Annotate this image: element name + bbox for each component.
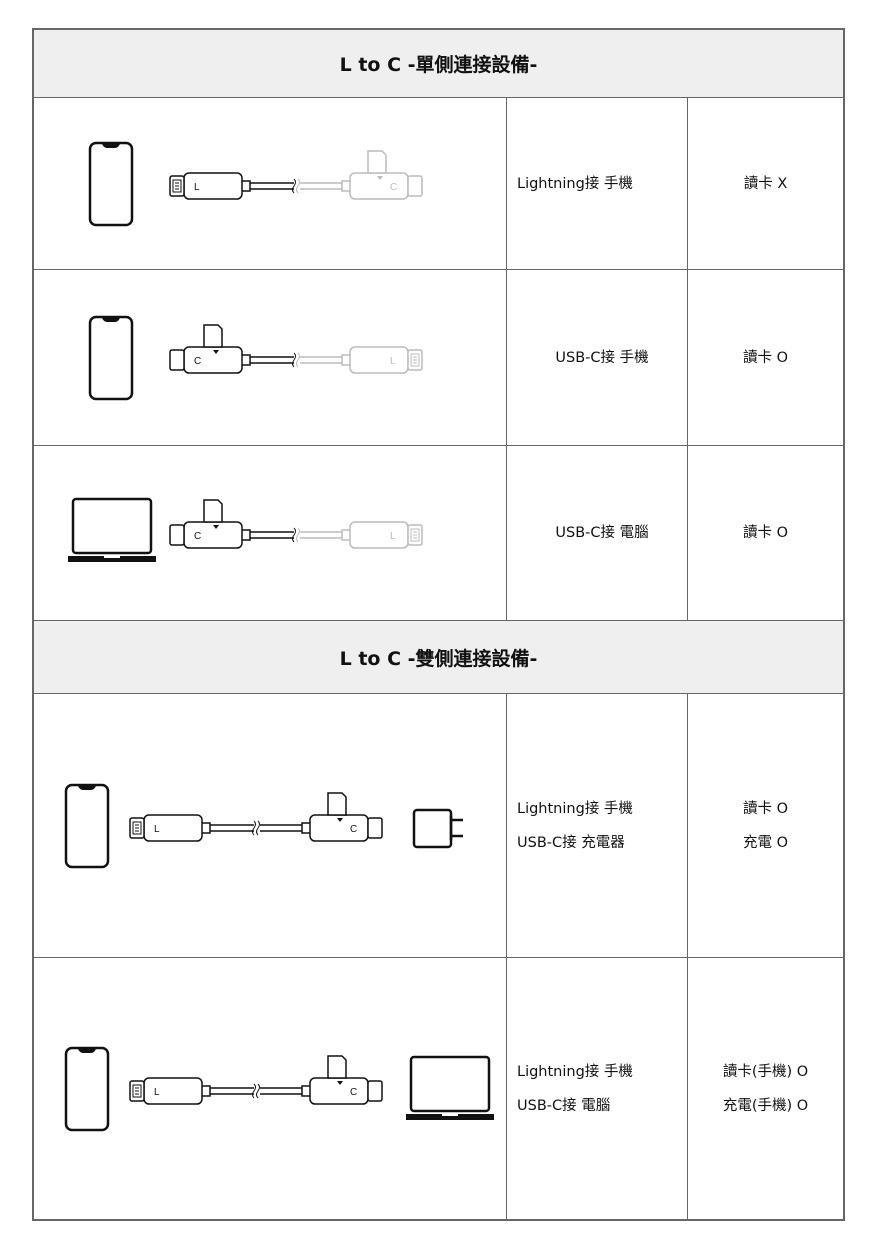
svg-text:L: L — [390, 356, 396, 367]
result-cell: 讀卡 O — [687, 445, 845, 621]
svg-text:C: C — [350, 1087, 357, 1098]
section-title: L to C -雙側連接設備- — [32, 620, 845, 694]
svg-text:C: C — [194, 356, 201, 367]
result-text: 讀卡 X — [743, 175, 788, 192]
phone-icon — [88, 141, 134, 227]
connection-text: USB-C接 手機 — [555, 349, 649, 366]
svg-text:L: L — [154, 824, 160, 835]
connection-text: Lightning接 手機 — [517, 175, 633, 192]
result-text: 充電 O — [742, 834, 789, 851]
result-cell: 讀卡(手機) O 充電(手機) O — [687, 957, 845, 1221]
result-cell: 讀卡 X — [687, 97, 845, 270]
result-text: 讀卡 O — [742, 800, 789, 817]
svg-text:L: L — [154, 1087, 160, 1098]
svg-text:L: L — [194, 182, 200, 193]
connection-text: USB-C接 電腦 — [555, 525, 649, 541]
result-cell: 讀卡 O 充電 O — [687, 693, 845, 958]
svg-text:C: C — [350, 824, 357, 835]
connection-text: USB-C接 充電器 — [517, 834, 625, 851]
connection-cell: Lightning接 手機 USB-C接 電腦 — [506, 957, 688, 1221]
result-text: 讀卡 O — [742, 525, 789, 541]
section-header: L to C -雙側連接設備- — [32, 620, 845, 694]
phone-icon — [64, 1046, 110, 1132]
svg-text:C: C — [194, 531, 201, 542]
charger-icon — [412, 808, 463, 849]
svg-text:C: C — [390, 182, 397, 193]
section-header: L to C -單側連接設備- — [32, 28, 845, 98]
connection-cell: Lightning接 手機 — [506, 97, 688, 270]
result-text: 讀卡(手機) O — [722, 1063, 809, 1080]
result-text: 讀卡 O — [742, 349, 789, 366]
laptop-icon — [68, 497, 156, 562]
phone-icon — [88, 315, 134, 401]
connection-text: Lightning接 手機 — [517, 800, 633, 817]
connection-text: Lightning接 手機 — [517, 1063, 633, 1080]
result-text: 充電(手機) O — [722, 1097, 809, 1114]
laptop-icon — [406, 1055, 494, 1120]
connection-cell: USB-C接 電腦 — [506, 445, 688, 621]
svg-text:L: L — [390, 531, 396, 542]
section-title: L to C -單側連接設備- — [32, 28, 845, 98]
connection-cell: Lightning接 手機 USB-C接 充電器 — [506, 693, 688, 958]
connection-cell: USB-C接 手機 — [506, 269, 688, 446]
connection-text: USB-C接 電腦 — [517, 1097, 611, 1114]
phone-icon — [64, 783, 110, 869]
result-cell: 讀卡 O — [687, 269, 845, 446]
